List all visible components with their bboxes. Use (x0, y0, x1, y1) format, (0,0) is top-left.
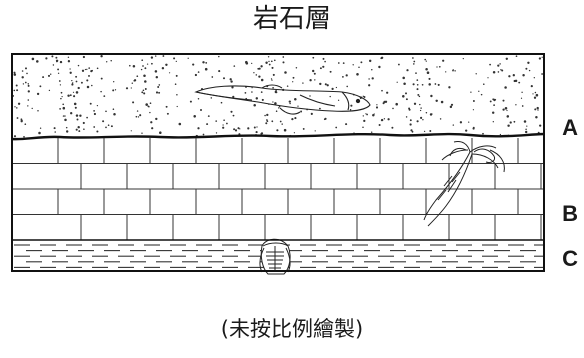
diagram-frame (11, 53, 545, 272)
layer-label-a: A (562, 115, 578, 140)
layer-label-c: C (562, 246, 578, 271)
layer-b-limestone (12, 138, 544, 240)
layer-c-shale (14, 238, 544, 275)
crinoid-fossil (423, 141, 505, 227)
layer-label-b: B (562, 201, 578, 226)
trilobite-fossil (259, 238, 291, 275)
layer-a-sandstone (11, 55, 545, 141)
diagram-title: 岩石層 (252, 4, 331, 34)
fish-fossil (194, 84, 371, 115)
scale-caption: (未按比例繪製) (220, 317, 364, 341)
unconformity-line (11, 132, 545, 141)
